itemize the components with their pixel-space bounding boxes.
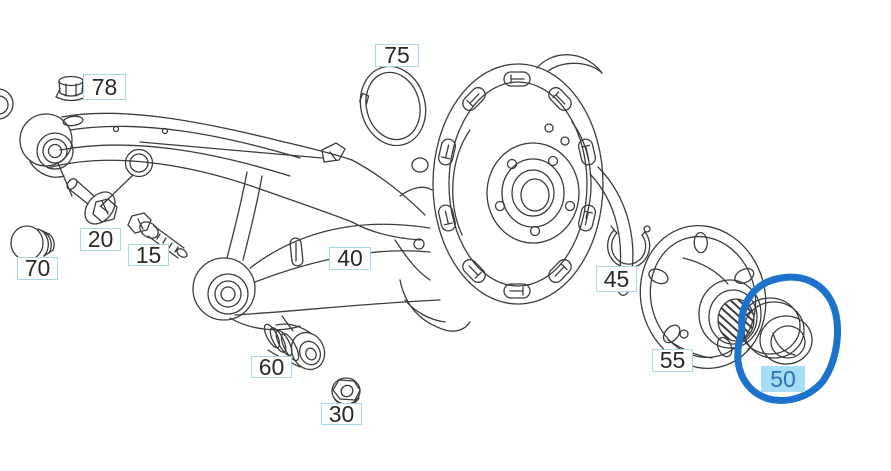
callout-75[interactable]: 75 (375, 42, 419, 68)
callout-40[interactable]: 40 (329, 245, 371, 271)
part-40-axle-carrier (19, 112, 471, 332)
part-70-plug (10, 225, 55, 261)
callout-45[interactable]: 45 (596, 266, 637, 292)
part-60-bushing (263, 323, 326, 371)
edge-partial-ring (0, 88, 14, 120)
callout-20[interactable]: 20 (80, 226, 121, 252)
callout-15[interactable]: 15 (128, 242, 169, 268)
callout-30[interactable]: 30 (321, 401, 362, 427)
callout-78[interactable]: 78 (83, 74, 126, 100)
part-78-cap (55, 75, 87, 102)
callout-70[interactable]: 70 (17, 255, 58, 281)
selection-highlight-circle (734, 273, 841, 404)
brake-backing-plate (432, 54, 634, 305)
callout-60[interactable]: 60 (251, 354, 292, 380)
leader-lines (57, 162, 294, 332)
backing-plate-slots (438, 71, 596, 299)
callout-50-selected[interactable]: 50 (761, 366, 805, 392)
callout-55[interactable]: 55 (652, 347, 693, 373)
part-20-bolt (66, 178, 118, 225)
part-75-lock-ring (359, 65, 427, 147)
part-45-snap-ring (607, 225, 651, 269)
